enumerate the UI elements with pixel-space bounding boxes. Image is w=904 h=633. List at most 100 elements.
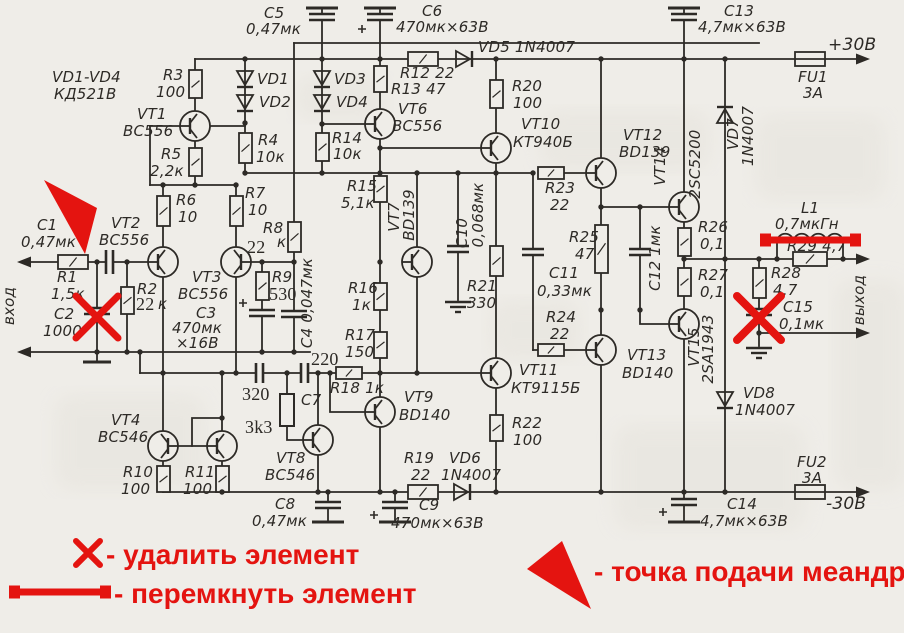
component-label: R12 22 — [400, 64, 455, 82]
component-label: R2 — [137, 280, 157, 298]
component-label: C7 — [301, 391, 322, 409]
component-label: 100 — [513, 94, 542, 112]
component-label: 2SC5200 — [686, 129, 704, 198]
junction-dot — [681, 256, 687, 262]
component-label: C3 — [196, 304, 216, 322]
component-label: R9 — [272, 268, 292, 286]
junction-dot — [756, 256, 762, 262]
component-label: VT9 — [404, 388, 434, 406]
component-label: C12 1мк — [646, 225, 664, 291]
junction-dot — [530, 170, 536, 176]
component-label: C15 — [783, 298, 813, 316]
terminal-arrow — [856, 486, 870, 498]
component-label: VD1-VD4 — [52, 68, 121, 86]
wire — [639, 309, 670, 325]
component-label: выход — [850, 275, 868, 325]
component-label: КТ940Б — [513, 133, 573, 151]
junction-dot — [414, 170, 420, 176]
junction-dot — [160, 370, 166, 376]
component-label: 1N4007 — [739, 106, 757, 166]
junction-dot — [392, 489, 398, 495]
junction-dot — [493, 56, 499, 62]
component-label: C5 — [264, 4, 284, 22]
component-label: BC556 — [99, 231, 149, 249]
component-label: R11 — [185, 463, 215, 481]
diode-triangle — [235, 70, 255, 87]
resistor-power-mark — [805, 254, 815, 264]
component-label: 1N4007 — [441, 466, 501, 484]
transistor-emitter — [312, 442, 321, 453]
junction-dot — [192, 182, 198, 188]
junction-dot — [291, 259, 297, 265]
junction-dot — [598, 489, 604, 495]
wire — [286, 425, 304, 441]
junction-dot — [774, 256, 780, 262]
component-label: VD4 — [336, 93, 368, 111]
component-label: R24 — [546, 308, 576, 326]
resistor-power-mark — [547, 169, 555, 177]
component-label: 22 — [411, 466, 431, 484]
legend-meander-label: - точка подачи меандра — [594, 556, 904, 587]
diode-triangle — [453, 482, 470, 502]
component-label: VT7 — [385, 202, 403, 232]
component-label: R21 — [467, 277, 497, 295]
red-jumper-end — [100, 585, 111, 599]
resistor-power-mark — [680, 278, 689, 286]
resistor-power-mark — [376, 185, 385, 193]
component-label: 2SA1943 — [699, 315, 717, 384]
component-label: VT12 — [623, 126, 662, 144]
component-label: VT2 — [111, 214, 141, 232]
component-label: 3А — [802, 469, 822, 487]
component-label: VT3 — [192, 268, 222, 286]
junction-dot — [455, 170, 461, 176]
legend-delete-label: - удалить элемент — [106, 539, 359, 570]
resistor-power-mark — [418, 54, 428, 64]
component-label: 1N4007 — [735, 401, 795, 419]
component-label: 22 — [550, 325, 570, 343]
junction-dot — [756, 330, 762, 336]
component-label: R23 — [545, 179, 575, 197]
transistor-emitter — [678, 326, 687, 337]
junction-dot — [137, 349, 143, 355]
component-label: R5 — [161, 145, 181, 163]
transistor-emitter — [233, 264, 242, 275]
transistor-collector — [678, 311, 687, 322]
fuse-body — [794, 51, 826, 67]
junction-dot — [315, 370, 321, 376]
component-label: 470мк — [172, 319, 222, 337]
junction-dot — [284, 370, 290, 376]
component-label: 10 — [248, 201, 268, 219]
component-label: BC546 — [265, 466, 315, 484]
resistor-power-mark — [680, 238, 689, 246]
terminal-arrow — [856, 253, 870, 265]
component-label: R20 — [512, 77, 542, 95]
red-pointer-triangle — [527, 541, 591, 609]
component-label: 22 — [136, 294, 154, 314]
junction-dot — [325, 489, 331, 495]
component-label: FU1 — [798, 68, 828, 86]
component-label: 3k3 — [245, 417, 273, 437]
transistor-collector — [189, 113, 198, 124]
resistor-power-mark — [290, 232, 299, 242]
component-label: C10 — [453, 218, 471, 248]
component-label: ×16В — [176, 334, 219, 352]
wire — [191, 417, 223, 447]
component-label: R19 — [404, 449, 434, 467]
junction-dot — [124, 349, 130, 355]
transistor-emitter — [189, 128, 198, 139]
junction-dot — [681, 56, 687, 62]
junction-dot — [377, 56, 383, 62]
resistor-power-mark — [191, 80, 200, 88]
resistor-power-mark — [376, 341, 385, 349]
component-label: 0,47мк — [252, 512, 307, 530]
transistor-emitter — [160, 448, 169, 459]
resistor-power-mark — [218, 475, 227, 483]
scan-smudge — [615, 425, 805, 530]
component-label: 5,1к — [341, 194, 375, 212]
resistor-power-mark — [345, 369, 353, 377]
component-label: L1 — [801, 199, 819, 217]
junction-dot — [160, 182, 166, 188]
transistor-collector — [490, 360, 499, 371]
component-label: R6 — [176, 191, 196, 209]
junction-dot — [414, 370, 420, 376]
